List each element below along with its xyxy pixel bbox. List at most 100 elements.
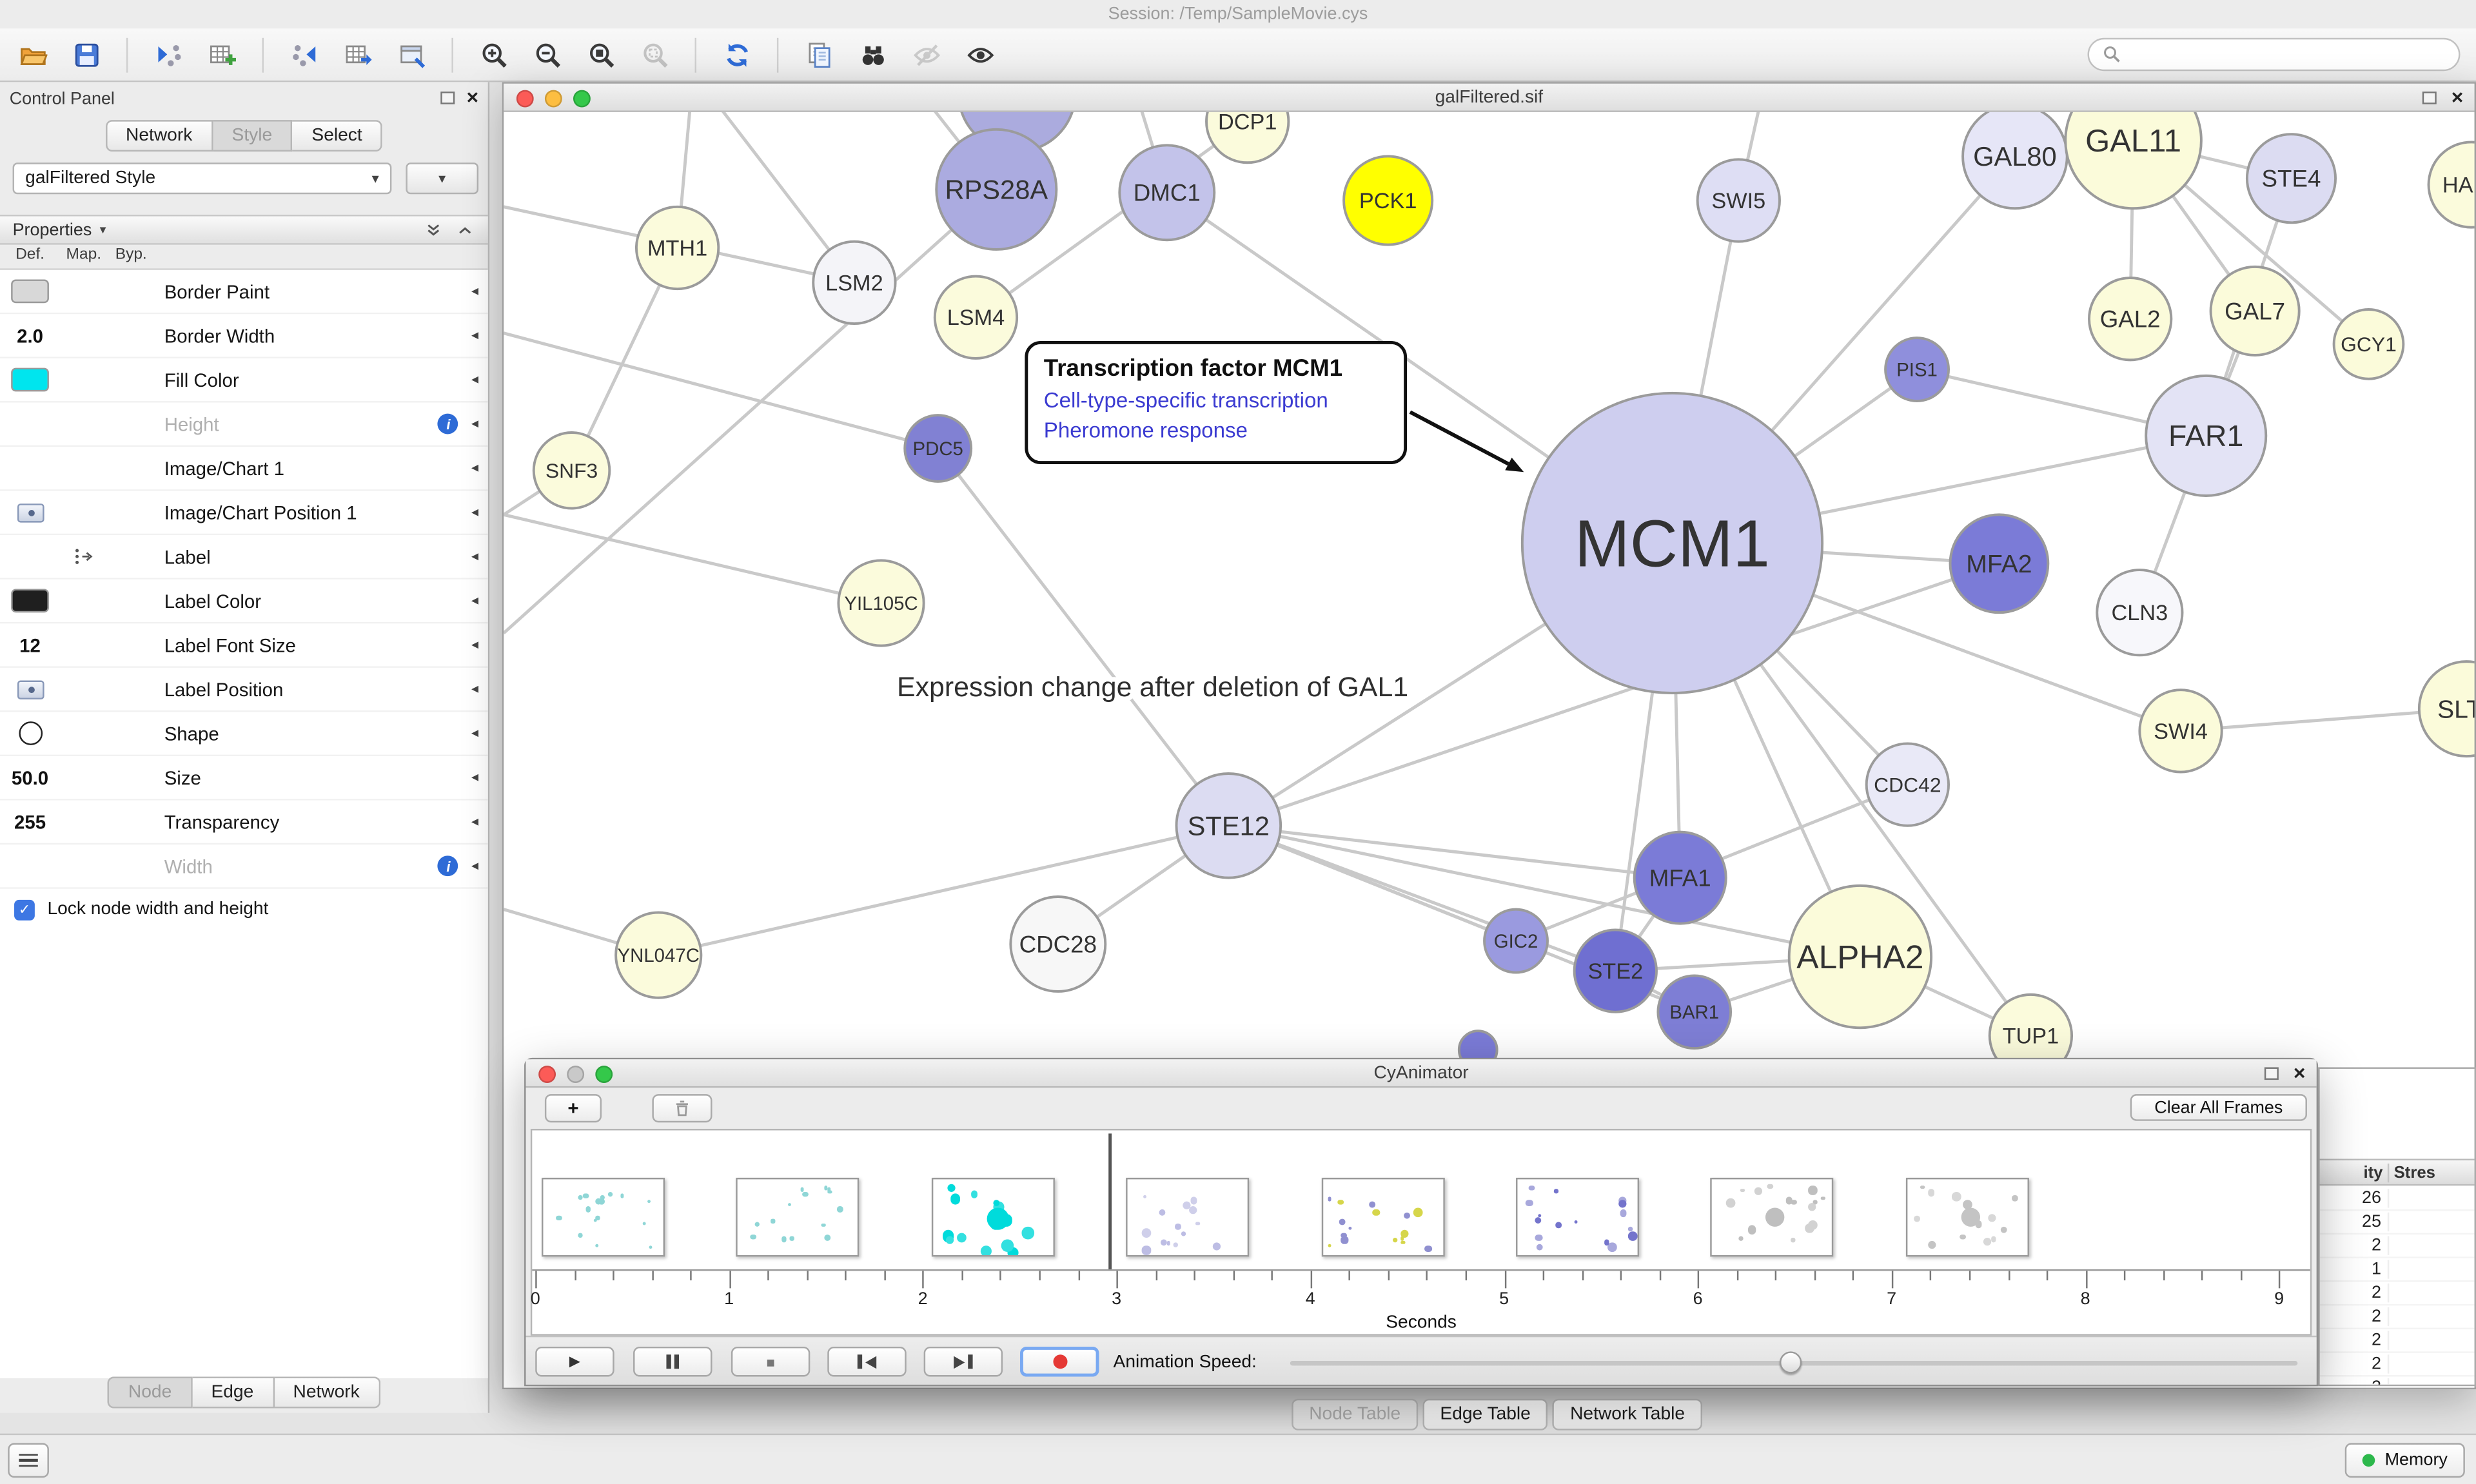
expand-arrow-icon[interactable]: ◂ (471, 547, 479, 564)
panel-menu-button[interactable] (8, 1443, 49, 1478)
network-node-gal2[interactable] (2088, 277, 2173, 362)
apply-layout-button[interactable] (717, 35, 756, 74)
property-default-cell[interactable] (0, 503, 60, 522)
network-node-pis1[interactable] (1884, 337, 1950, 403)
clear-all-frames-button[interactable]: Clear All Frames (2130, 1094, 2307, 1121)
property-row-image-chart-1[interactable]: Image/Chart 1◂ (0, 447, 488, 491)
network-node-mfa1[interactable] (1633, 830, 1727, 925)
network-node-ste12[interactable] (1175, 772, 1282, 879)
expand-arrow-icon[interactable]: ◂ (471, 636, 479, 652)
property-row-label[interactable]: Label◂ (0, 535, 488, 580)
network-node-pck1[interactable] (1342, 155, 1434, 246)
property-row-label-color[interactable]: Label Color◂ (0, 579, 488, 624)
network-node-hap1[interactable] (2427, 141, 2475, 229)
export-image-button[interactable] (391, 35, 431, 74)
network-node-pdc5[interactable] (903, 414, 973, 483)
network-node-bar1[interactable] (1656, 974, 1733, 1050)
expand-arrow-icon[interactable]: ◂ (471, 680, 479, 697)
network-node-dmc1[interactable] (1118, 144, 1216, 242)
float-window-icon[interactable] (2422, 92, 2437, 104)
next-frame-button[interactable] (923, 1346, 1003, 1377)
network-node-cdc42[interactable] (1865, 742, 1950, 827)
network-node-swi5[interactable] (1696, 158, 1781, 243)
slider-handle[interactable] (1780, 1351, 1802, 1374)
first-neighbors-button[interactable] (852, 35, 892, 74)
network-canvas[interactable]: RPS28ADCP1DMC1PCK1SWI5GAL80GAL11STE4HAP1… (504, 112, 2475, 1388)
zoom-fit-button[interactable] (581, 35, 620, 74)
zoom-in-button[interactable] (474, 35, 513, 74)
network-node-ste4[interactable] (2245, 133, 2337, 224)
frame-thumbnail[interactable] (1321, 1177, 1444, 1257)
network-node-snf3[interactable] (532, 431, 611, 510)
style-combo[interactable]: galFiltered Style ▾ (12, 162, 392, 195)
frame-thumbnail[interactable] (542, 1177, 665, 1257)
pause-button[interactable] (633, 1346, 712, 1377)
save-session-button[interactable] (66, 35, 106, 74)
animation-speed-slider[interactable] (1290, 1351, 2298, 1374)
search-input[interactable] (2130, 44, 2446, 64)
previous-frame-button[interactable] (827, 1346, 907, 1377)
property-default-cell[interactable] (0, 679, 60, 699)
expand-all-icon[interactable] (455, 219, 475, 240)
annotation-link[interactable]: Cell-type-specific transcription (1043, 388, 1328, 413)
property-mapping-cell[interactable] (60, 545, 107, 569)
minimize-traffic-light[interactable] (567, 1064, 585, 1082)
tab-select[interactable]: Select (293, 120, 383, 152)
property-default-cell[interactable] (0, 589, 60, 613)
network-node-swi4[interactable] (2138, 688, 2223, 774)
tab-network[interactable]: Network (105, 120, 213, 152)
frame-thumbnail[interactable] (1516, 1177, 1640, 1257)
property-row-border-paint[interactable]: Border Paint◂ (0, 269, 488, 315)
expand-arrow-icon[interactable]: ◂ (471, 459, 479, 476)
zoom-traffic-light[interactable] (595, 1064, 613, 1082)
network-node-gal7[interactable] (2209, 265, 2301, 356)
expand-arrow-icon[interactable]: ◂ (471, 326, 479, 343)
tab-node-table[interactable]: Node Table (1292, 1398, 1419, 1430)
search-box[interactable] (2087, 37, 2461, 72)
show-all-button[interactable] (960, 35, 999, 74)
properties-header[interactable]: Properties ▾ (0, 215, 488, 245)
property-default-cell[interactable]: 2.0 (0, 324, 60, 346)
network-node-lsm4[interactable] (933, 275, 1019, 360)
stop-button[interactable]: ■ (731, 1346, 811, 1377)
play-button[interactable]: ▶ (535, 1346, 614, 1377)
frame-thumbnail[interactable] (1905, 1177, 2029, 1257)
tab-network-table[interactable]: Network Table (1553, 1398, 1702, 1430)
network-node-mth1[interactable] (634, 205, 720, 291)
float-panel-icon[interactable] (441, 92, 456, 104)
network-node-yil105c[interactable] (837, 559, 925, 647)
property-row-image-chart-position-1[interactable]: Image/Chart Position 1◂ (0, 491, 488, 536)
close-panel-icon[interactable]: × (466, 85, 479, 109)
expand-arrow-icon[interactable]: ◂ (471, 592, 479, 608)
close-traffic-light[interactable] (516, 89, 534, 107)
property-default-cell[interactable] (0, 721, 60, 745)
export-table-button[interactable] (338, 35, 377, 74)
column-header[interactable]: ity (2320, 1162, 2390, 1182)
delete-frame-button[interactable] (652, 1094, 712, 1123)
close-window-icon[interactable]: × (2293, 1060, 2306, 1085)
lock-size-row[interactable]: ✓ Lock node width and height (0, 888, 488, 930)
network-node-mcm1[interactable] (1520, 391, 1824, 695)
property-default-cell[interactable] (0, 279, 60, 304)
network-node-ste2[interactable] (1573, 928, 1658, 1013)
hide-selected-button[interactable] (907, 35, 946, 74)
expand-arrow-icon[interactable]: ◂ (471, 725, 479, 741)
network-node-gic2[interactable] (1483, 908, 1549, 974)
tab-edge[interactable]: Edge (192, 1376, 275, 1409)
expand-arrow-icon[interactable]: ◂ (471, 371, 479, 387)
frame-thumbnail[interactable] (736, 1177, 860, 1257)
add-frame-button[interactable]: + (544, 1094, 602, 1123)
network-node-cdc28[interactable] (1009, 895, 1107, 993)
network-node-ynl047c[interactable] (614, 911, 703, 999)
zoom-traffic-light[interactable] (573, 89, 591, 107)
collapse-all-icon[interactable] (423, 219, 444, 240)
property-default-cell[interactable]: 255 (0, 811, 60, 833)
style-options-button[interactable]: ▾ (406, 162, 479, 195)
minimize-traffic-light[interactable] (544, 89, 562, 107)
copy-button[interactable] (799, 35, 838, 74)
zoom-selected-button[interactable] (634, 35, 674, 74)
